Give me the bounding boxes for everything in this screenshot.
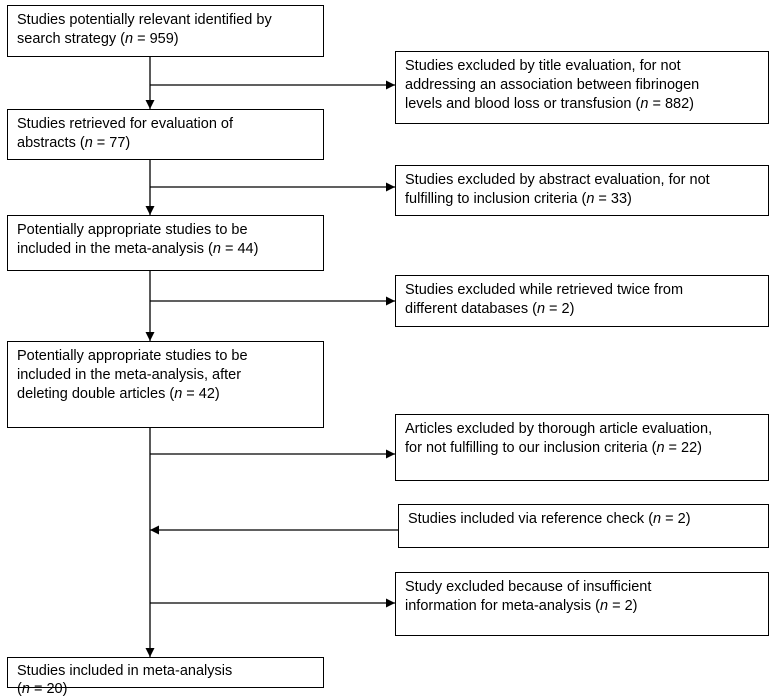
box-text-line: Potentially appropriate studies to be xyxy=(17,347,323,366)
box-text-segment: for not fulfilling to our inclusion crit… xyxy=(405,440,657,456)
box-text-segment: levels and blood loss or transfusion ( xyxy=(405,96,641,112)
box-text-segment: n xyxy=(656,440,665,456)
box-excluded-title: Studies excluded by title evaluation, fo… xyxy=(395,51,769,124)
box-text-segment: Study excluded because of insufficient xyxy=(405,579,652,595)
box-text-segment: included in the meta-analysis ( xyxy=(17,241,213,257)
box-text-segment: ( xyxy=(17,681,22,697)
box-text-line: Studies potentially relevant identified … xyxy=(17,11,323,30)
box-text-line: Studies retrieved for evaluation of xyxy=(17,115,323,134)
box-text-segment: Studies included via reference check ( xyxy=(408,511,654,527)
box-excluded-insufficient: Study excluded because of insufficient in… xyxy=(395,572,769,636)
box-text-segment: n xyxy=(21,681,30,697)
box-text-segment: n xyxy=(125,31,134,47)
box-text-segment: = 2) xyxy=(661,511,691,527)
box-text-segment: n xyxy=(212,241,221,257)
box-text-line: different databases (n = 2) xyxy=(405,300,768,319)
box-text-line: Potentially appropriate studies to be xyxy=(17,221,323,240)
box-appropriate-deduplicated: Potentially appropriate studies to be inc… xyxy=(7,341,324,428)
box-text-segment: n xyxy=(174,386,183,402)
box-excluded-twice: Studies excluded while retrieved twice f… xyxy=(395,275,769,327)
box-text-segment: Studies excluded while retrieved twice f… xyxy=(405,282,684,298)
box-text-line: deleting double articles (n = 42) xyxy=(17,385,323,404)
box-text-line: Articles excluded by thorough article ev… xyxy=(405,420,768,439)
box-text-segment: Potentially appropriate studies to be xyxy=(17,222,248,238)
box-text-segment: = 22) xyxy=(664,440,703,456)
box-text-segment: fulfilling to inclusion criteria ( xyxy=(405,191,587,207)
box-text-segment: n xyxy=(84,135,93,151)
box-text-segment: = 42) xyxy=(182,386,220,402)
box-retrieved-abstracts: Studies retrieved for evaluation of abstr… xyxy=(7,109,324,160)
box-excluded-thorough: Articles excluded by thorough article ev… xyxy=(395,414,769,481)
box-text-segment: Studies excluded by abstract evaluation,… xyxy=(405,172,710,188)
box-text-segment: deleting double articles ( xyxy=(17,386,175,402)
box-text-line: Studies excluded by title evaluation, fo… xyxy=(405,57,768,76)
box-text-segment: Studies included in meta-analysis xyxy=(17,663,233,679)
box-text-segment: Studies excluded by title evaluation, fo… xyxy=(405,58,681,74)
box-text-line: information for meta-analysis (n = 2) xyxy=(405,597,768,616)
box-text-line: Studies excluded by abstract evaluation,… xyxy=(405,171,768,190)
box-text-segment: n xyxy=(600,598,609,614)
box-text-segment: included in the meta-analysis, after xyxy=(17,367,242,383)
box-text-line: fulfilling to inclusion criteria (n = 33… xyxy=(405,190,768,209)
box-text-segment: = 44) xyxy=(220,241,259,257)
box-text-line: Study excluded because of insufficient xyxy=(405,578,768,597)
box-text-segment: abstracts ( xyxy=(17,135,85,151)
box-text-line: for not fulfilling to our inclusion crit… xyxy=(405,439,768,458)
box-text-line: levels and blood loss or transfusion (n … xyxy=(405,95,768,114)
box-text-segment: = 882) xyxy=(648,96,694,112)
box-text-segment: addressing an association between fibrin… xyxy=(405,77,700,93)
box-text-line: search strategy (n = 959) xyxy=(17,30,323,49)
box-text-line: Studies included via reference check (n … xyxy=(408,510,768,529)
box-text-line: addressing an association between fibrin… xyxy=(405,76,768,95)
box-text-line: Studies excluded while retrieved twice f… xyxy=(405,281,768,300)
box-text-segment: search strategy ( xyxy=(17,31,125,47)
box-text-segment: = 33) xyxy=(594,191,632,207)
box-text-line: abstracts (n = 77) xyxy=(17,134,323,153)
box-text-segment: n xyxy=(536,301,546,317)
box-text-line: included in the meta-analysis, after xyxy=(17,366,323,385)
box-text-segment: Potentially appropriate studies to be xyxy=(17,348,248,364)
box-text-segment: different databases ( xyxy=(405,301,537,317)
box-text-line: Studies included in meta-analysis xyxy=(17,662,323,680)
box-text-segment: Studies retrieved for evaluation of xyxy=(17,116,234,132)
box-search: Studies potentially relevant identified … xyxy=(7,5,324,57)
box-text-segment: = 2) xyxy=(608,598,638,614)
box-text-segment: n xyxy=(640,96,649,112)
box-text-segment: Articles excluded by thorough article ev… xyxy=(405,421,713,437)
box-text-line: included in the meta-analysis (n = 44) xyxy=(17,240,323,259)
box-text-segment: = 959) xyxy=(133,31,179,47)
box-text-segment: n xyxy=(653,511,662,527)
box-text-segment: = 77) xyxy=(92,135,131,151)
box-text-segment: n xyxy=(586,191,595,207)
box-text-segment: = 2) xyxy=(545,301,575,317)
box-final-included: Studies included in meta-analysis(n = 20… xyxy=(7,657,324,697)
box-included-reference: Studies included via reference check (n … xyxy=(398,504,769,548)
box-excluded-abstract: Studies excluded by abstract evaluation,… xyxy=(395,165,769,216)
box-appropriate-studies: Potentially appropriate studies to be inc… xyxy=(7,215,324,271)
box-text-segment: information for meta-analysis ( xyxy=(405,598,601,614)
box-text-segment: Studies potentially relevant identified … xyxy=(17,12,272,28)
